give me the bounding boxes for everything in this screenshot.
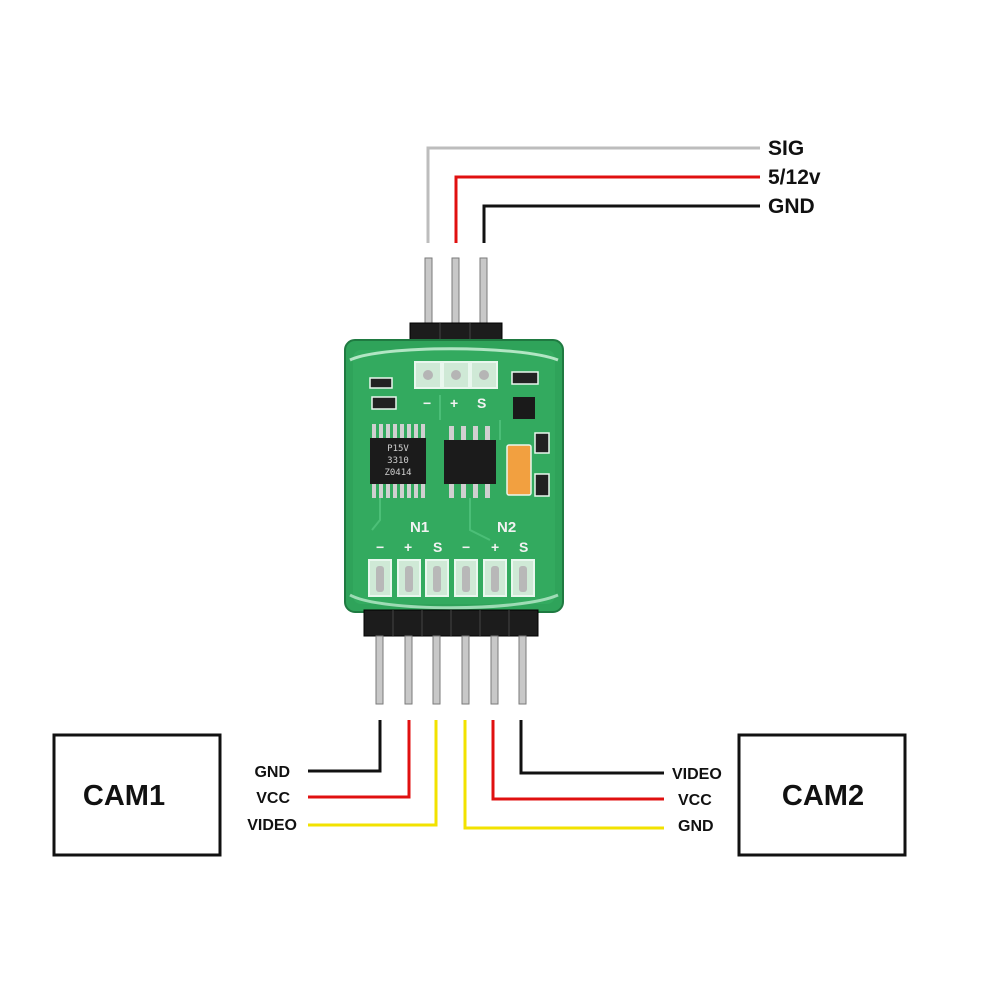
bottom-header-pins: [363, 609, 539, 705]
power-wire: [454, 175, 760, 243]
cam2-wires: [463, 720, 664, 830]
cam2-vcc-label: VCC: [678, 792, 712, 809]
ic-left: [370, 438, 426, 484]
cam1-gnd-label: GND: [254, 764, 290, 781]
power-label: 5/12v: [768, 166, 821, 189]
pcb-board: − + S P15V 3310 Z0414: [344, 339, 564, 613]
ic-left-text-2: 3310: [387, 456, 409, 466]
cam2-video-wire-left: [463, 720, 664, 830]
cam1-vcc-label: VCC: [256, 790, 290, 807]
cam1-vcc-wire: [308, 720, 411, 799]
cam1-gnd-wire: [308, 720, 382, 773]
top-plus-mark: +: [450, 395, 458, 411]
top-minus-mark: −: [423, 395, 431, 411]
cam1-box: CAM1: [52, 733, 222, 857]
n1-s-mark: S: [433, 539, 442, 555]
cam1-video-wire: [308, 720, 438, 827]
input-wires: [426, 146, 760, 243]
cam2-video-label: VIDEO: [672, 766, 722, 783]
cam2-title: CAM2: [782, 780, 864, 812]
ic-left-text-3: Z0414: [384, 468, 411, 478]
gnd-label-top: GND: [768, 195, 815, 218]
n2-label: N2: [497, 519, 516, 536]
sig-label: SIG: [768, 137, 804, 160]
n1-minus-mark: −: [376, 539, 384, 555]
cam2-vcc-wire: [491, 720, 664, 801]
ground-wire-top: [482, 204, 760, 243]
cam1-video-label: VIDEO: [247, 817, 297, 834]
ic-left-text-1: P15V: [387, 444, 409, 454]
cam1-title: CAM1: [83, 780, 165, 812]
n1-label: N1: [410, 519, 429, 536]
sig-wire: [426, 146, 760, 243]
n2-minus-mark: −: [462, 539, 470, 555]
cam2-gnd-label: GND: [678, 818, 714, 835]
n2-s-mark: S: [519, 539, 528, 555]
cam2-box: CAM2: [737, 733, 907, 857]
cam2-gnd-wire: [519, 720, 664, 775]
cam1-wires: [308, 720, 438, 827]
top-s-mark: S: [477, 395, 486, 411]
n2-plus-mark: +: [491, 539, 499, 555]
ic-right: [444, 440, 496, 484]
n1-plus-mark: +: [404, 539, 412, 555]
